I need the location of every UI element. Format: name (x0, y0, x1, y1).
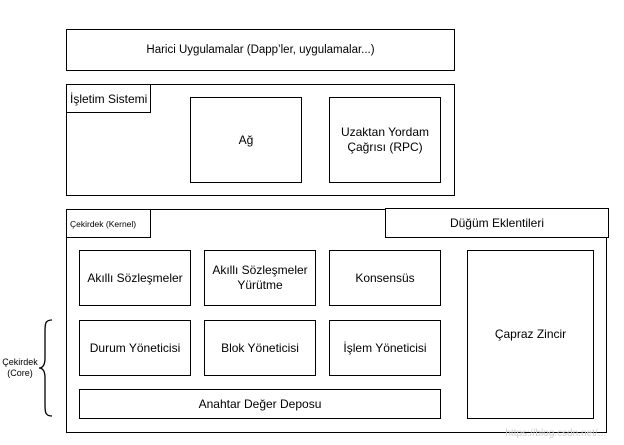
node-plugins-header: Düğüm Eklentileri (385, 208, 609, 239)
rpc-label-line1: Uzaktan Yordam (340, 125, 430, 139)
state-manager-box: Durum Yöneticisi (79, 320, 191, 376)
os-tag: İşletim Sistemi (67, 85, 151, 113)
core-brace-line2: (Core) (7, 367, 33, 378)
external-apps-label: Harici Uygulamalar (Dapp’ler, uygulamala… (146, 43, 375, 56)
rpc-label-line2: Çağrısı (RPC) (347, 140, 423, 154)
smart-exec-line2: Yürütme (237, 278, 283, 292)
tx-manager-label: İşlem Yöneticisi (343, 340, 427, 355)
network-box: Ağ (190, 97, 302, 183)
block-manager-box: Blok Yöneticisi (204, 320, 316, 376)
node-plugins-label: Düğüm Eklentileri (449, 215, 545, 230)
kv-store-box: Anahtar Değer Deposu (79, 389, 441, 419)
os-label: İşletim Sistemi (70, 91, 148, 106)
state-manager-label: Durum Yöneticisi (89, 340, 181, 355)
external-apps-box: Harici Uygulamalar (Dapp’ler, uygulamala… (66, 29, 455, 71)
cross-chain-label: Çapraz Zincir (494, 327, 567, 341)
smart-exec-line1: Akıllı Sözleşmeler (212, 263, 308, 277)
smart-exec-box: Akıllı Sözleşmeler Yürütme (204, 250, 316, 306)
kernel-label: Çekirdek (Kernel) (70, 218, 137, 229)
tx-manager-box: İşlem Yöneticisi (329, 320, 441, 376)
watermark: https://blog.csdn.net/... (505, 428, 606, 439)
core-brace-line1: Çekirdek (2, 357, 38, 367)
kernel-tag: Çekirdek (Kernel) (67, 210, 151, 238)
consensus-label: Konsensüs (355, 270, 415, 285)
os-box: İşletim Sistemi Ağ Uzaktan Yordam Çağrıs… (66, 84, 455, 196)
core-brace-label: Çekirdek (Core) (0, 357, 40, 379)
block-manager-label: Blok Yöneticisi (221, 340, 299, 355)
cross-chain-box: Çapraz Zincir (467, 250, 594, 419)
rpc-box: Uzaktan Yordam Çağrısı (RPC) (329, 97, 441, 183)
smart-contracts-label: Akıllı Sözleşmeler (87, 270, 183, 285)
smart-contracts-box: Akıllı Sözleşmeler (79, 250, 191, 306)
consensus-box: Konsensüs (329, 250, 441, 306)
network-label: Ağ (238, 132, 254, 147)
kv-store-label: Anahtar Değer Deposu (198, 396, 322, 411)
core-brace-icon (38, 319, 53, 417)
kernel-box: Çekirdek (Kernel) Düğüm Eklentileri Akıl… (66, 208, 609, 433)
